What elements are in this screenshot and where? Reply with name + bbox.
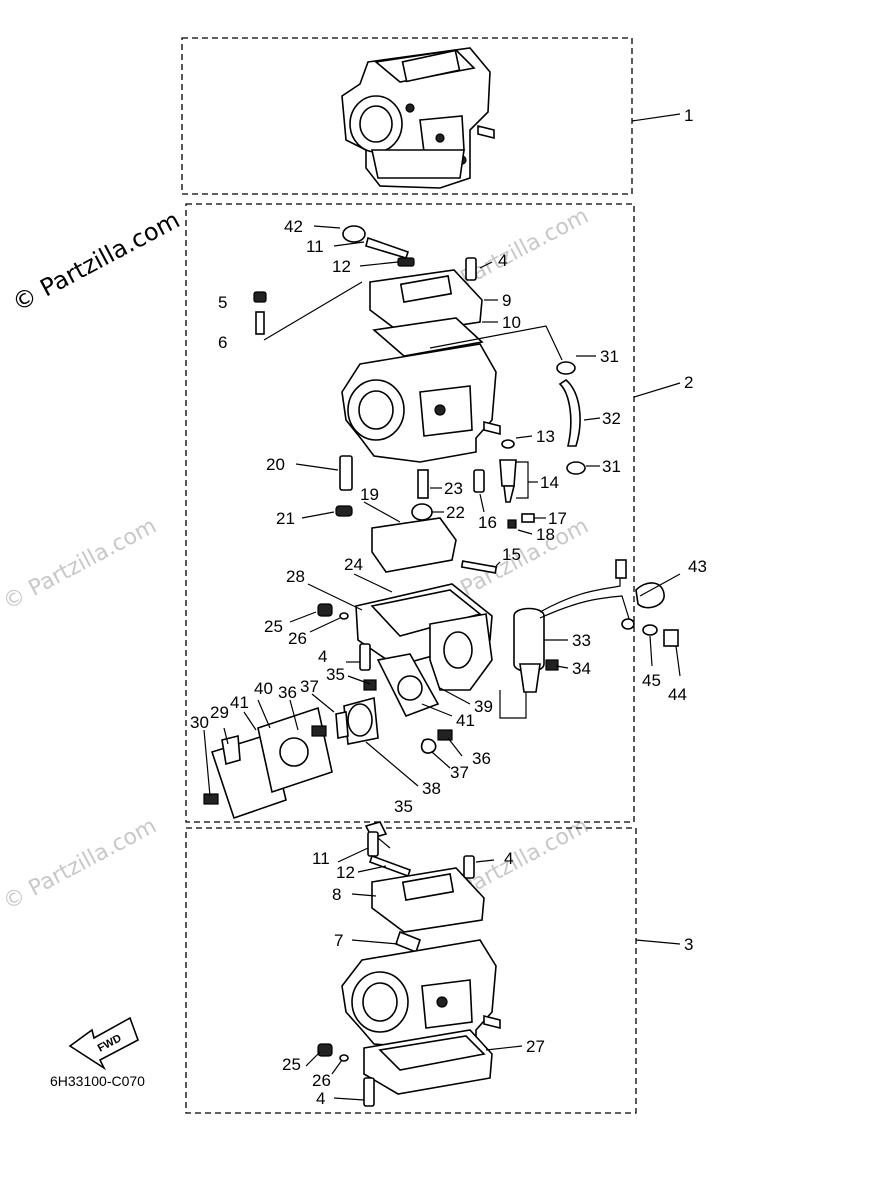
callout-32: 32 xyxy=(602,409,621,428)
drawing-code: 6H33100-C070 xyxy=(50,1073,145,1089)
carburetor-assembly-bottom xyxy=(317,831,501,1107)
callout-3: 3 xyxy=(684,935,693,954)
callout-41: 41 xyxy=(456,711,475,730)
callout-16: 16 xyxy=(478,513,497,532)
callout-20: 20 xyxy=(266,455,285,474)
callout-41: 41 xyxy=(230,693,249,712)
callout-43: 43 xyxy=(688,557,707,576)
assembly-frame-3 xyxy=(185,827,637,1114)
carburetor-assembly-middle xyxy=(203,225,679,839)
callout-44: 44 xyxy=(668,685,687,704)
callout-15: 15 xyxy=(502,545,521,564)
callout-23: 23 xyxy=(444,479,463,498)
callout-4: 4 xyxy=(498,251,507,270)
callout-12: 12 xyxy=(332,257,351,276)
callout-9: 9 xyxy=(502,291,511,310)
watermark-faint: © Partzilla.com xyxy=(0,514,161,616)
watermark-main: © Partzilla.com xyxy=(8,206,185,318)
callout-4: 4 xyxy=(316,1089,325,1108)
callout-42: 42 xyxy=(284,217,303,236)
callout-12: 12 xyxy=(336,863,355,882)
callout-7: 7 xyxy=(334,931,343,950)
callout-11: 11 xyxy=(306,237,324,256)
leader-lines xyxy=(203,113,681,1101)
callout-38: 38 xyxy=(422,779,441,798)
callout-33: 33 xyxy=(572,631,591,650)
callout-5: 5 xyxy=(218,293,227,312)
callout-14: 14 xyxy=(540,473,559,492)
callout-36: 36 xyxy=(278,683,297,702)
callout-19: 19 xyxy=(360,485,379,504)
callout-22: 22 xyxy=(446,503,465,522)
callout-31: 31 xyxy=(602,457,621,476)
callout-17: 17 xyxy=(548,509,567,528)
callout-35: 35 xyxy=(394,797,413,816)
carburetor-assembly-top xyxy=(341,47,495,189)
callout-39: 39 xyxy=(474,697,493,716)
assembly-frame-1 xyxy=(181,37,633,195)
callout-10: 10 xyxy=(502,313,521,332)
watermark-faint: © Partzilla.com xyxy=(0,814,161,916)
callout-4: 4 xyxy=(504,849,513,868)
callout-4: 4 xyxy=(318,647,327,666)
callout-35: 35 xyxy=(326,665,345,684)
fwd-arrow-icon: FWD xyxy=(68,1016,139,1071)
callout-18: 18 xyxy=(536,525,555,544)
callout-21: 21 xyxy=(276,509,295,528)
callout-34: 34 xyxy=(572,659,591,678)
callout-6: 6 xyxy=(218,333,227,352)
callout-45: 45 xyxy=(642,671,661,690)
callout-13: 13 xyxy=(536,427,555,446)
callout-26: 26 xyxy=(312,1071,331,1090)
callout-29: 29 xyxy=(210,703,229,722)
callout-11: 11 xyxy=(312,849,330,868)
callout-1: 1 xyxy=(684,106,693,125)
callout-28: 28 xyxy=(286,567,305,586)
callouts: 1 2 3 42 11 12 4 5 9 10 6 31 32 13 20 31… xyxy=(190,106,707,1108)
callout-25: 25 xyxy=(264,617,283,636)
callout-2: 2 xyxy=(684,373,693,392)
callout-25: 25 xyxy=(282,1055,301,1074)
callout-30: 30 xyxy=(190,713,209,732)
callout-37: 37 xyxy=(300,677,319,696)
assembly-frame-2 xyxy=(185,203,635,823)
callout-31: 31 xyxy=(600,347,619,366)
callout-27: 27 xyxy=(526,1037,545,1056)
callout-8: 8 xyxy=(332,885,341,904)
callout-26: 26 xyxy=(288,629,307,648)
callout-24: 24 xyxy=(344,555,363,574)
callout-40: 40 xyxy=(254,679,273,698)
callout-36: 36 xyxy=(472,749,491,768)
callout-37: 37 xyxy=(450,763,469,782)
